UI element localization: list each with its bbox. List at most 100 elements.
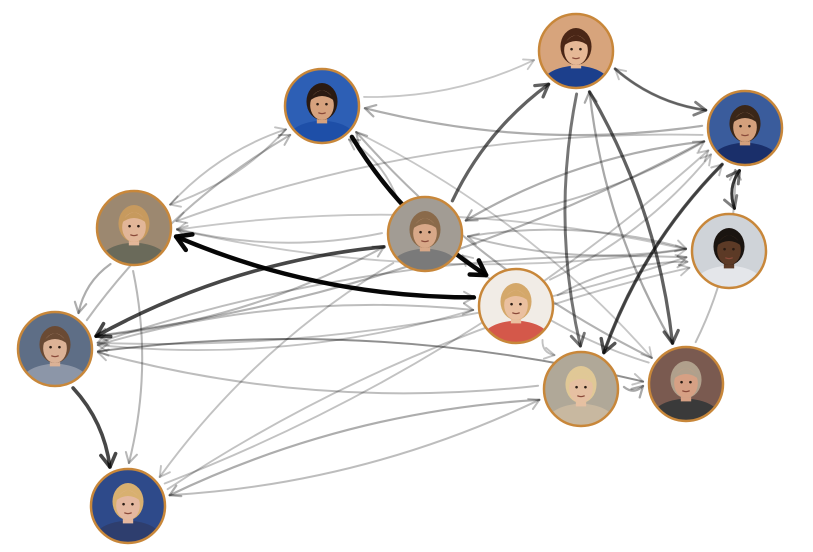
arrowhead [467, 258, 489, 278]
arrowhead [533, 82, 551, 99]
edge-quarterback-to-coach [85, 133, 292, 322]
edge-woman-center-to-player-right [549, 153, 712, 281]
edge-woman-center-to-teen-girl [173, 232, 477, 300]
arrowhead [466, 232, 480, 246]
blonde-teen-portrait[interactable] [95, 189, 173, 284]
football-player-portrait[interactable] [690, 212, 768, 307]
heavy-boy-portrait[interactable] [89, 467, 167, 552]
arrowhead [464, 209, 479, 222]
edge-quarterback-to-woman-center [96, 302, 475, 346]
arrowhead [527, 398, 541, 410]
edge-blonde-girl-to-quarterback [96, 348, 540, 395]
arrowhead [723, 194, 739, 210]
arrowhead [461, 254, 475, 267]
arrowhead [355, 131, 369, 145]
arrowhead [631, 373, 645, 386]
edge-player-right-to-running-back [723, 169, 741, 210]
arrowhead [94, 321, 113, 339]
arrowhead [699, 153, 712, 167]
blonde-girl-portrait[interactable] [542, 350, 620, 445]
arrowhead [168, 484, 183, 498]
edge-older-man-to-coach [355, 131, 653, 359]
edge-blonde-girl-to-older-man [622, 384, 645, 399]
edge-running-back-to-quarterback [96, 255, 688, 346]
edge-blonde-girl-to-player-right [602, 163, 724, 354]
blonde-woman-portrait[interactable] [477, 267, 555, 362]
edge-player-right-to-young-man [464, 140, 706, 222]
arrowhead [728, 168, 742, 181]
quarterback-portrait[interactable] [16, 310, 94, 405]
edge-running-back-to-young-man [466, 232, 688, 257]
edge-heavy-boy-to-player-right [163, 149, 710, 485]
edge-young-man-to-coach [348, 138, 399, 202]
arrowhead [599, 336, 617, 355]
edge-woman-top-to-older-man [587, 90, 680, 345]
arrowhead [614, 67, 628, 81]
edge-woman-center-to-blonde-girl [541, 338, 556, 360]
edge-teen-girl-to-woman-center [175, 235, 475, 304]
nodes-layer [16, 12, 784, 552]
edge-young-man-to-teen-girl [176, 224, 383, 244]
arrowhead [674, 244, 687, 258]
arrowhead [463, 290, 475, 304]
edge-young-man-to-running-back [466, 228, 688, 253]
arrowhead [371, 245, 385, 258]
arrowhead [542, 346, 556, 360]
arrowhead [691, 140, 706, 153]
edge-player-right-to-teen-girl [175, 133, 704, 224]
edge-teen-girl-to-coach [169, 126, 287, 206]
edge-blonde-girl-to-heavy-boy [168, 398, 541, 498]
edge-young-man-to-woman-top [450, 82, 551, 203]
edge-player-right-to-woman-top [614, 67, 707, 112]
arrowhead [99, 451, 118, 469]
arrowhead [696, 149, 710, 162]
arrowhead [348, 138, 362, 151]
edge-young-man-to-player-right [464, 140, 706, 222]
edge-teen-girl-to-heavy-boy [124, 269, 144, 465]
arrowhead [96, 348, 110, 362]
coach-portrait[interactable] [283, 67, 361, 162]
edge-quarterback-to-running-back [96, 254, 688, 345]
woman-brunette-portrait[interactable] [537, 12, 615, 107]
edge-quarterback-to-young-man [95, 245, 385, 338]
arrowhead [583, 90, 598, 104]
arrowhead [674, 239, 688, 253]
edges-layer [71, 58, 742, 498]
arrowhead [94, 327, 108, 342]
arrowhead [461, 302, 475, 316]
edge-coach-to-older-man [355, 131, 653, 359]
edge-player-right-to-blonde-girl [599, 162, 724, 355]
edge-coach-to-woman-top [363, 58, 535, 98]
long-hair-player-portrait[interactable] [706, 89, 784, 183]
edge-teen-girl-to-quarterback [73, 262, 112, 315]
arrowhead [73, 300, 88, 315]
edge-young-man-to-heavy-boy [158, 262, 395, 478]
edge-player-right-to-coach [363, 104, 704, 137]
edge-woman-top-to-player-right [613, 67, 708, 117]
young-man-center-portrait[interactable] [386, 195, 464, 290]
arrowhead [674, 254, 688, 267]
arrowhead [569, 331, 586, 348]
edge-woman-center-to-running-back [556, 255, 689, 297]
edge-older-man-to-woman-top [583, 90, 674, 345]
arrowhead [175, 211, 189, 224]
edge-woman-top-to-blonde-girl [563, 92, 586, 348]
arrowhead [96, 339, 109, 353]
arrowhead [96, 333, 110, 346]
arrowhead [676, 255, 689, 269]
edge-heavy-boy-to-running-back [166, 263, 691, 491]
arrowhead [173, 232, 195, 253]
arrowhead [710, 163, 724, 177]
arrowhead [630, 384, 645, 399]
arrowhead [176, 224, 189, 238]
edge-woman-center-to-quarterback [96, 309, 475, 353]
older-man-portrait[interactable] [647, 345, 725, 440]
edge-heavy-boy-to-blonde-girl [168, 398, 541, 497]
arrowhead [692, 100, 708, 117]
arrowhead [677, 263, 691, 277]
edge-coach-to-teen-girl [169, 128, 287, 208]
arrowhead [176, 221, 189, 235]
arrowhead [662, 328, 680, 345]
